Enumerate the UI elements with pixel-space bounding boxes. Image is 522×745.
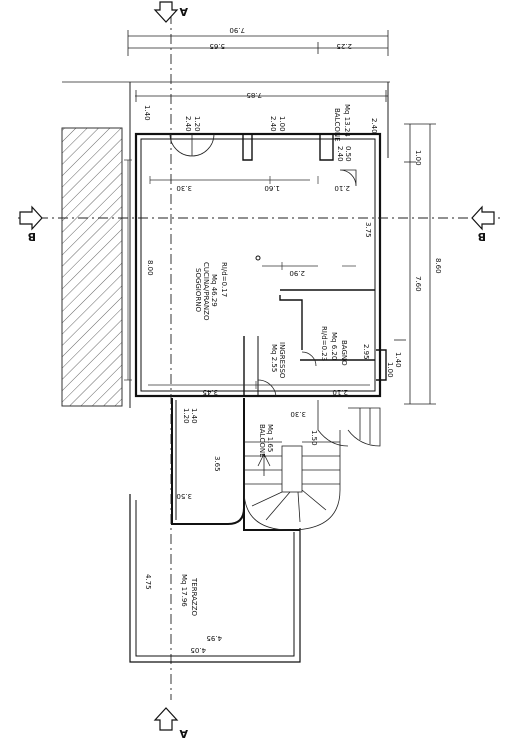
doors	[169, 133, 357, 397]
dim-low-1: 3.30	[290, 410, 306, 418]
dim-balcony-depth: 2.40	[370, 118, 378, 134]
dim-bottom-1: 3.45	[202, 388, 218, 396]
dim-bath-2: 1.00	[386, 362, 394, 378]
svg-text:Mq 46.29: Mq 46.29	[210, 274, 218, 307]
room-balcone-mid: BALCONE Mq 1.65	[258, 424, 274, 458]
section-marker-a-bottom: A	[153, 707, 188, 740]
kitchen-point	[255, 255, 261, 261]
svg-text:RI/d=0.17: RI/d=0.17	[220, 262, 228, 297]
svg-text:BALCONE: BALCONE	[333, 108, 341, 142]
detail-marks	[124, 159, 370, 389]
svg-text:RI/d=0.23: RI/d=0.23	[320, 326, 328, 361]
balcony-top-outline	[129, 82, 389, 408]
svg-text:BALCONE: BALCONE	[258, 424, 266, 458]
section-marker-b-left: B	[19, 205, 43, 243]
dim-balcony-width: 7.85	[246, 91, 262, 99]
dim-right-total: 7.60	[414, 276, 422, 292]
dim-inner-2: 1.60	[264, 184, 280, 192]
dim-total-width: 7.90	[229, 26, 245, 34]
dim-win-1: 1.20	[193, 116, 201, 132]
dim-low-3: 1.20	[182, 408, 190, 424]
svg-text:Mq 1.65: Mq 1.65	[266, 424, 274, 452]
dim-bottom-2: 2.10	[332, 388, 348, 396]
dim-right-2: 3.75	[364, 222, 372, 238]
dim-width-a: 5.65	[209, 42, 225, 50]
svg-text:B: B	[28, 230, 36, 243]
svg-text:TERRAZZO: TERRAZZO	[190, 577, 198, 617]
room-soggiorno: SOGGIORNO CUCINA/PRANZO Mq 46.29 RI/d=0.…	[194, 262, 228, 321]
svg-text:A: A	[179, 5, 188, 18]
dim-ter-2: 4.95	[206, 634, 222, 642]
dim-left-depth: 1.40	[143, 105, 151, 121]
dim-low-4: 1.40	[190, 408, 198, 424]
room-ingresso: INGRESSO Mq 2.55	[270, 342, 286, 379]
dim-low-6: 3.50	[176, 492, 192, 500]
svg-text:A: A	[179, 727, 188, 740]
svg-text:Mq 2.55: Mq 2.55	[270, 344, 278, 372]
dim-small-2: 2.40	[336, 146, 344, 162]
dim-inner-1: 3.30	[176, 184, 192, 192]
dim-ter-1: 4.75	[144, 574, 152, 590]
hatched-area	[61, 127, 123, 407]
dim-win-1b: 2.40	[184, 116, 192, 132]
dim-ter-3: 4.05	[190, 646, 206, 654]
dim-low-2: 1.50	[310, 430, 318, 446]
svg-text:Mq 6.20: Mq 6.20	[330, 332, 338, 360]
dim-low-5: 3.65	[213, 456, 221, 472]
dim-win-2: 1.00	[278, 116, 286, 132]
lower-balcone-outline	[317, 400, 381, 447]
top-dimensions	[62, 30, 390, 102]
dim-inner-3: 2.10	[334, 184, 350, 192]
room-terrazzo: TERRAZZO Mq 17.96	[180, 574, 198, 617]
svg-text:B: B	[478, 230, 486, 243]
svg-text:INGRESSO: INGRESSO	[278, 342, 286, 379]
svg-text:BAGNO: BAGNO	[340, 340, 348, 366]
dim-win-2b: 2.40	[269, 116, 277, 132]
right-dimensions	[394, 123, 436, 405]
svg-text:Mq 13.24: Mq 13.24	[343, 104, 351, 137]
svg-text:Mq 17.96: Mq 17.96	[180, 574, 188, 607]
dim-overall: 8.60	[434, 258, 442, 274]
section-marker-a-top: A	[153, 1, 188, 23]
dim-left-height: 8.00	[146, 260, 154, 276]
dim-right-1: 1.00	[414, 150, 422, 166]
staircase	[243, 430, 341, 531]
room-bagno: BAGNO Mq 6.20 RI/d=0.23	[320, 326, 348, 366]
dim-inner-4: 2.90	[289, 269, 305, 277]
dim-small-1: 0.50	[344, 146, 352, 162]
main-walls	[134, 132, 387, 398]
dim-width-b: 2.25	[336, 42, 352, 50]
section-marker-b-right: B	[471, 205, 495, 243]
section-lines	[18, 14, 500, 700]
room-balcone-top: BALCONE Mq 13.24	[333, 104, 351, 142]
dim-bath-1: 1.40	[394, 352, 402, 368]
dim-inner-5: 2.95	[362, 344, 370, 360]
svg-text:CUCINA/PRANZO: CUCINA/PRANZO	[202, 262, 210, 321]
svg-text:SOGGIORNO: SOGGIORNO	[194, 268, 202, 312]
